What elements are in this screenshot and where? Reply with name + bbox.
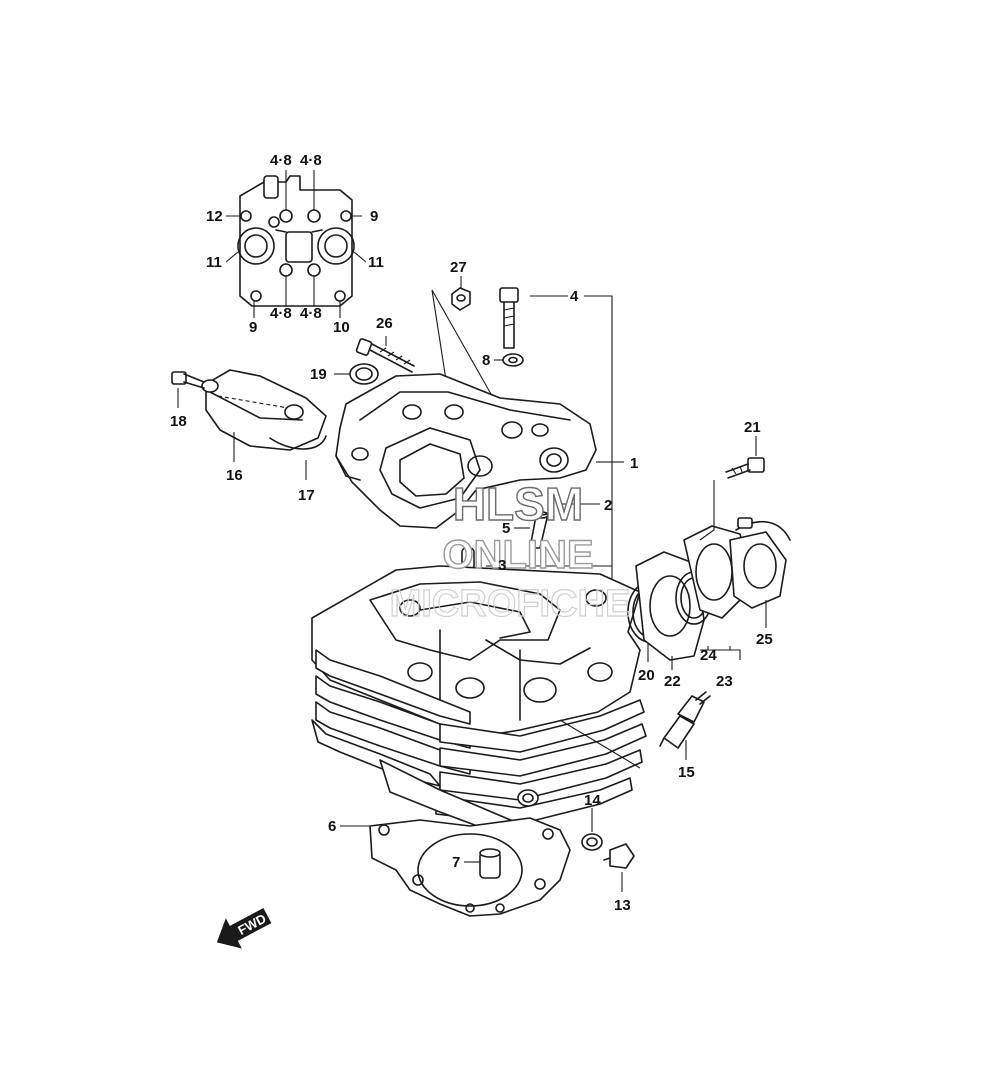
plug-13 xyxy=(603,843,635,892)
tappet-cover-16 xyxy=(201,369,327,462)
callout-10: 10 xyxy=(333,319,350,336)
callout-22: 22 xyxy=(664,673,681,690)
fwd-badge-text: FWD xyxy=(235,911,268,938)
callout-4-8-top-right: 4·8 xyxy=(300,152,322,169)
callout-26: 26 xyxy=(376,315,393,332)
callout-18: 18 xyxy=(170,413,187,430)
washer-14 xyxy=(581,808,603,851)
callout-16: 16 xyxy=(226,467,243,484)
ring-19 xyxy=(334,363,379,385)
watermark-line-1: HLSM xyxy=(453,478,583,530)
nut-27 xyxy=(451,276,471,311)
callout-1: 1 xyxy=(630,455,638,472)
gasket-17 xyxy=(269,435,327,480)
callout-11-right: 11 xyxy=(368,254,384,271)
forward-direction-arrow-icon: FWD xyxy=(216,908,272,949)
pipe-5 xyxy=(514,511,549,549)
callout-9-left: 9 xyxy=(249,319,257,336)
callout-12: 12 xyxy=(206,208,223,225)
intake-pipe-23 xyxy=(683,525,787,660)
callout-4-8-bottom-right: 4·8 xyxy=(300,305,322,322)
head-cover xyxy=(335,373,597,529)
callout-8: 8 xyxy=(482,352,490,369)
callout-6: 6 xyxy=(328,818,336,835)
callout-7: 7 xyxy=(452,854,460,871)
callout-15: 15 xyxy=(678,764,695,781)
bolt-21 xyxy=(699,436,765,541)
callout-14: 14 xyxy=(584,792,601,809)
callout-3: 3 xyxy=(498,557,506,574)
callout-4: 4 xyxy=(570,288,579,305)
callout-25: 25 xyxy=(756,631,773,648)
bolt-18 xyxy=(171,371,205,408)
stud-bolt-26 xyxy=(355,336,415,373)
washer-8 xyxy=(494,353,524,367)
callout-4-8-bottom-left: 4·8 xyxy=(270,305,292,322)
callout-17: 17 xyxy=(298,487,315,504)
bolt-4 xyxy=(499,287,519,349)
cylinder-head xyxy=(311,565,647,843)
insulator-22 xyxy=(635,551,705,670)
callout-4-8-top-left: 4·8 xyxy=(270,152,292,169)
callout-11-left: 11 xyxy=(206,254,222,271)
head-top-view-inset xyxy=(225,170,367,318)
callout-27: 27 xyxy=(450,259,467,276)
callout-23: 23 xyxy=(716,673,733,690)
watermark-line-3: MICROFICHE xyxy=(390,583,631,625)
watermark-line-2: ONLINE xyxy=(442,533,593,577)
callout-20: 20 xyxy=(638,667,655,684)
callout-5: 5 xyxy=(502,520,510,537)
callout-9-right: 9 xyxy=(370,208,378,225)
spark-plug-15 xyxy=(659,691,711,760)
head-gasket-6 xyxy=(340,817,571,917)
callout-19: 19 xyxy=(310,366,327,383)
watermark: HLSM ONLINE MICROFICHE xyxy=(389,477,631,625)
clamp-25 xyxy=(735,517,791,628)
callout-13: 13 xyxy=(614,897,631,914)
callout-24: 24 xyxy=(700,647,717,664)
callout-21: 21 xyxy=(744,419,761,436)
dowel-7 xyxy=(464,848,501,879)
callout-labels: 1 2 3 4 5 6 7 8 9 9 10 11 11 12 13 14 15… xyxy=(170,152,773,914)
callout-2: 2 xyxy=(604,497,612,514)
